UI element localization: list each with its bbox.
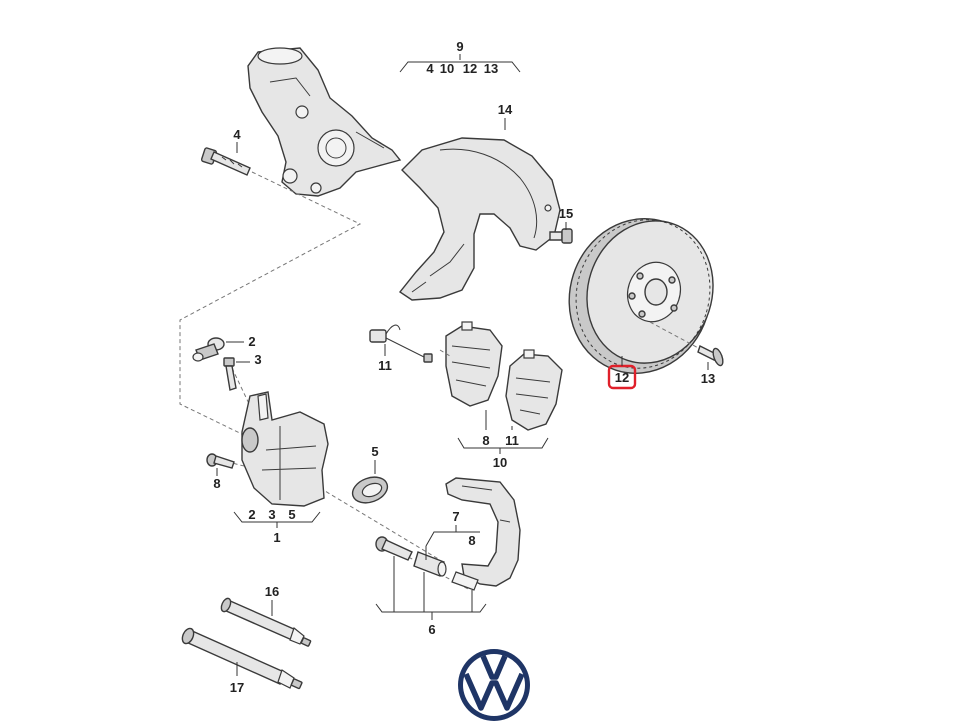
callout-7-sub-8: 8 [468,533,475,548]
callout-3[interactable]: 3 [254,352,261,367]
callout-1[interactable]: 1 [273,530,280,545]
guide-bolt-6[interactable] [375,536,413,561]
callout-2[interactable]: 2 [248,334,255,349]
guide-pin-6[interactable] [451,571,479,591]
group-7-bracket: 7 8 [425,509,480,560]
grease-tube-17[interactable] [180,627,303,690]
callout-11-sensor[interactable]: 11 [378,358,392,373]
callout-9-sub-10: 10 [440,61,454,76]
bolt-15[interactable] [549,228,573,244]
wear-sensor-11[interactable] [369,324,433,363]
callout-9[interactable]: 9 [456,39,463,54]
repair-kit-5[interactable] [349,473,391,508]
group-9-bracket: 9 4 10 12 13 [399,39,521,76]
cap-2[interactable] [192,337,225,362]
callout-5[interactable]: 5 [371,444,378,459]
callout-1-sub-2: 2 [248,507,255,522]
bleeder-3[interactable] [223,357,237,391]
callout-12[interactable]: 12 [615,370,629,385]
brake-disc-12[interactable] [549,200,731,392]
bolt-4[interactable] [200,147,251,176]
callout-4[interactable]: 4 [233,127,241,142]
grease-tube-16[interactable] [219,597,312,647]
callout-10[interactable]: 10 [493,455,507,470]
steering-knuckle[interactable] [247,47,402,197]
bolt-8-caliper[interactable] [206,453,235,469]
callout-1-sub-5: 5 [288,507,295,522]
callout-11-pad[interactable]: 11 [505,433,519,448]
brake-pad-outer-11[interactable] [505,349,563,431]
callout-15[interactable]: 15 [559,206,573,221]
callout-9-sub-13: 13 [484,61,498,76]
callout-9-sub-4: 4 [426,61,434,76]
group-10-bracket: 8 11 10 [457,410,549,470]
assembly-lines [179,171,471,591]
callout-16[interactable]: 16 [265,584,279,599]
vw-logo [458,649,530,721]
callout-7[interactable]: 7 [452,509,459,524]
callout-8-caliper[interactable]: 8 [213,476,220,491]
callout-8-pad[interactable]: 8 [482,433,489,448]
callout-6[interactable]: 6 [428,622,435,637]
brake-pad-inner-8[interactable] [445,321,503,407]
group-1-bracket: 2 3 5 1 [233,507,321,545]
callout-17[interactable]: 17 [230,680,244,695]
callout-13[interactable]: 13 [701,371,715,386]
group-6-bracket: 6 [375,556,487,637]
callout-1-sub-3: 3 [268,507,275,522]
caliper-1[interactable] [241,391,329,507]
callout-9-sub-12: 12 [463,61,477,76]
dust-shield-14[interactable] [398,137,561,301]
guide-sleeve-6[interactable] [413,551,447,577]
callout-14[interactable]: 14 [498,102,513,117]
screw-13[interactable] [649,321,725,367]
